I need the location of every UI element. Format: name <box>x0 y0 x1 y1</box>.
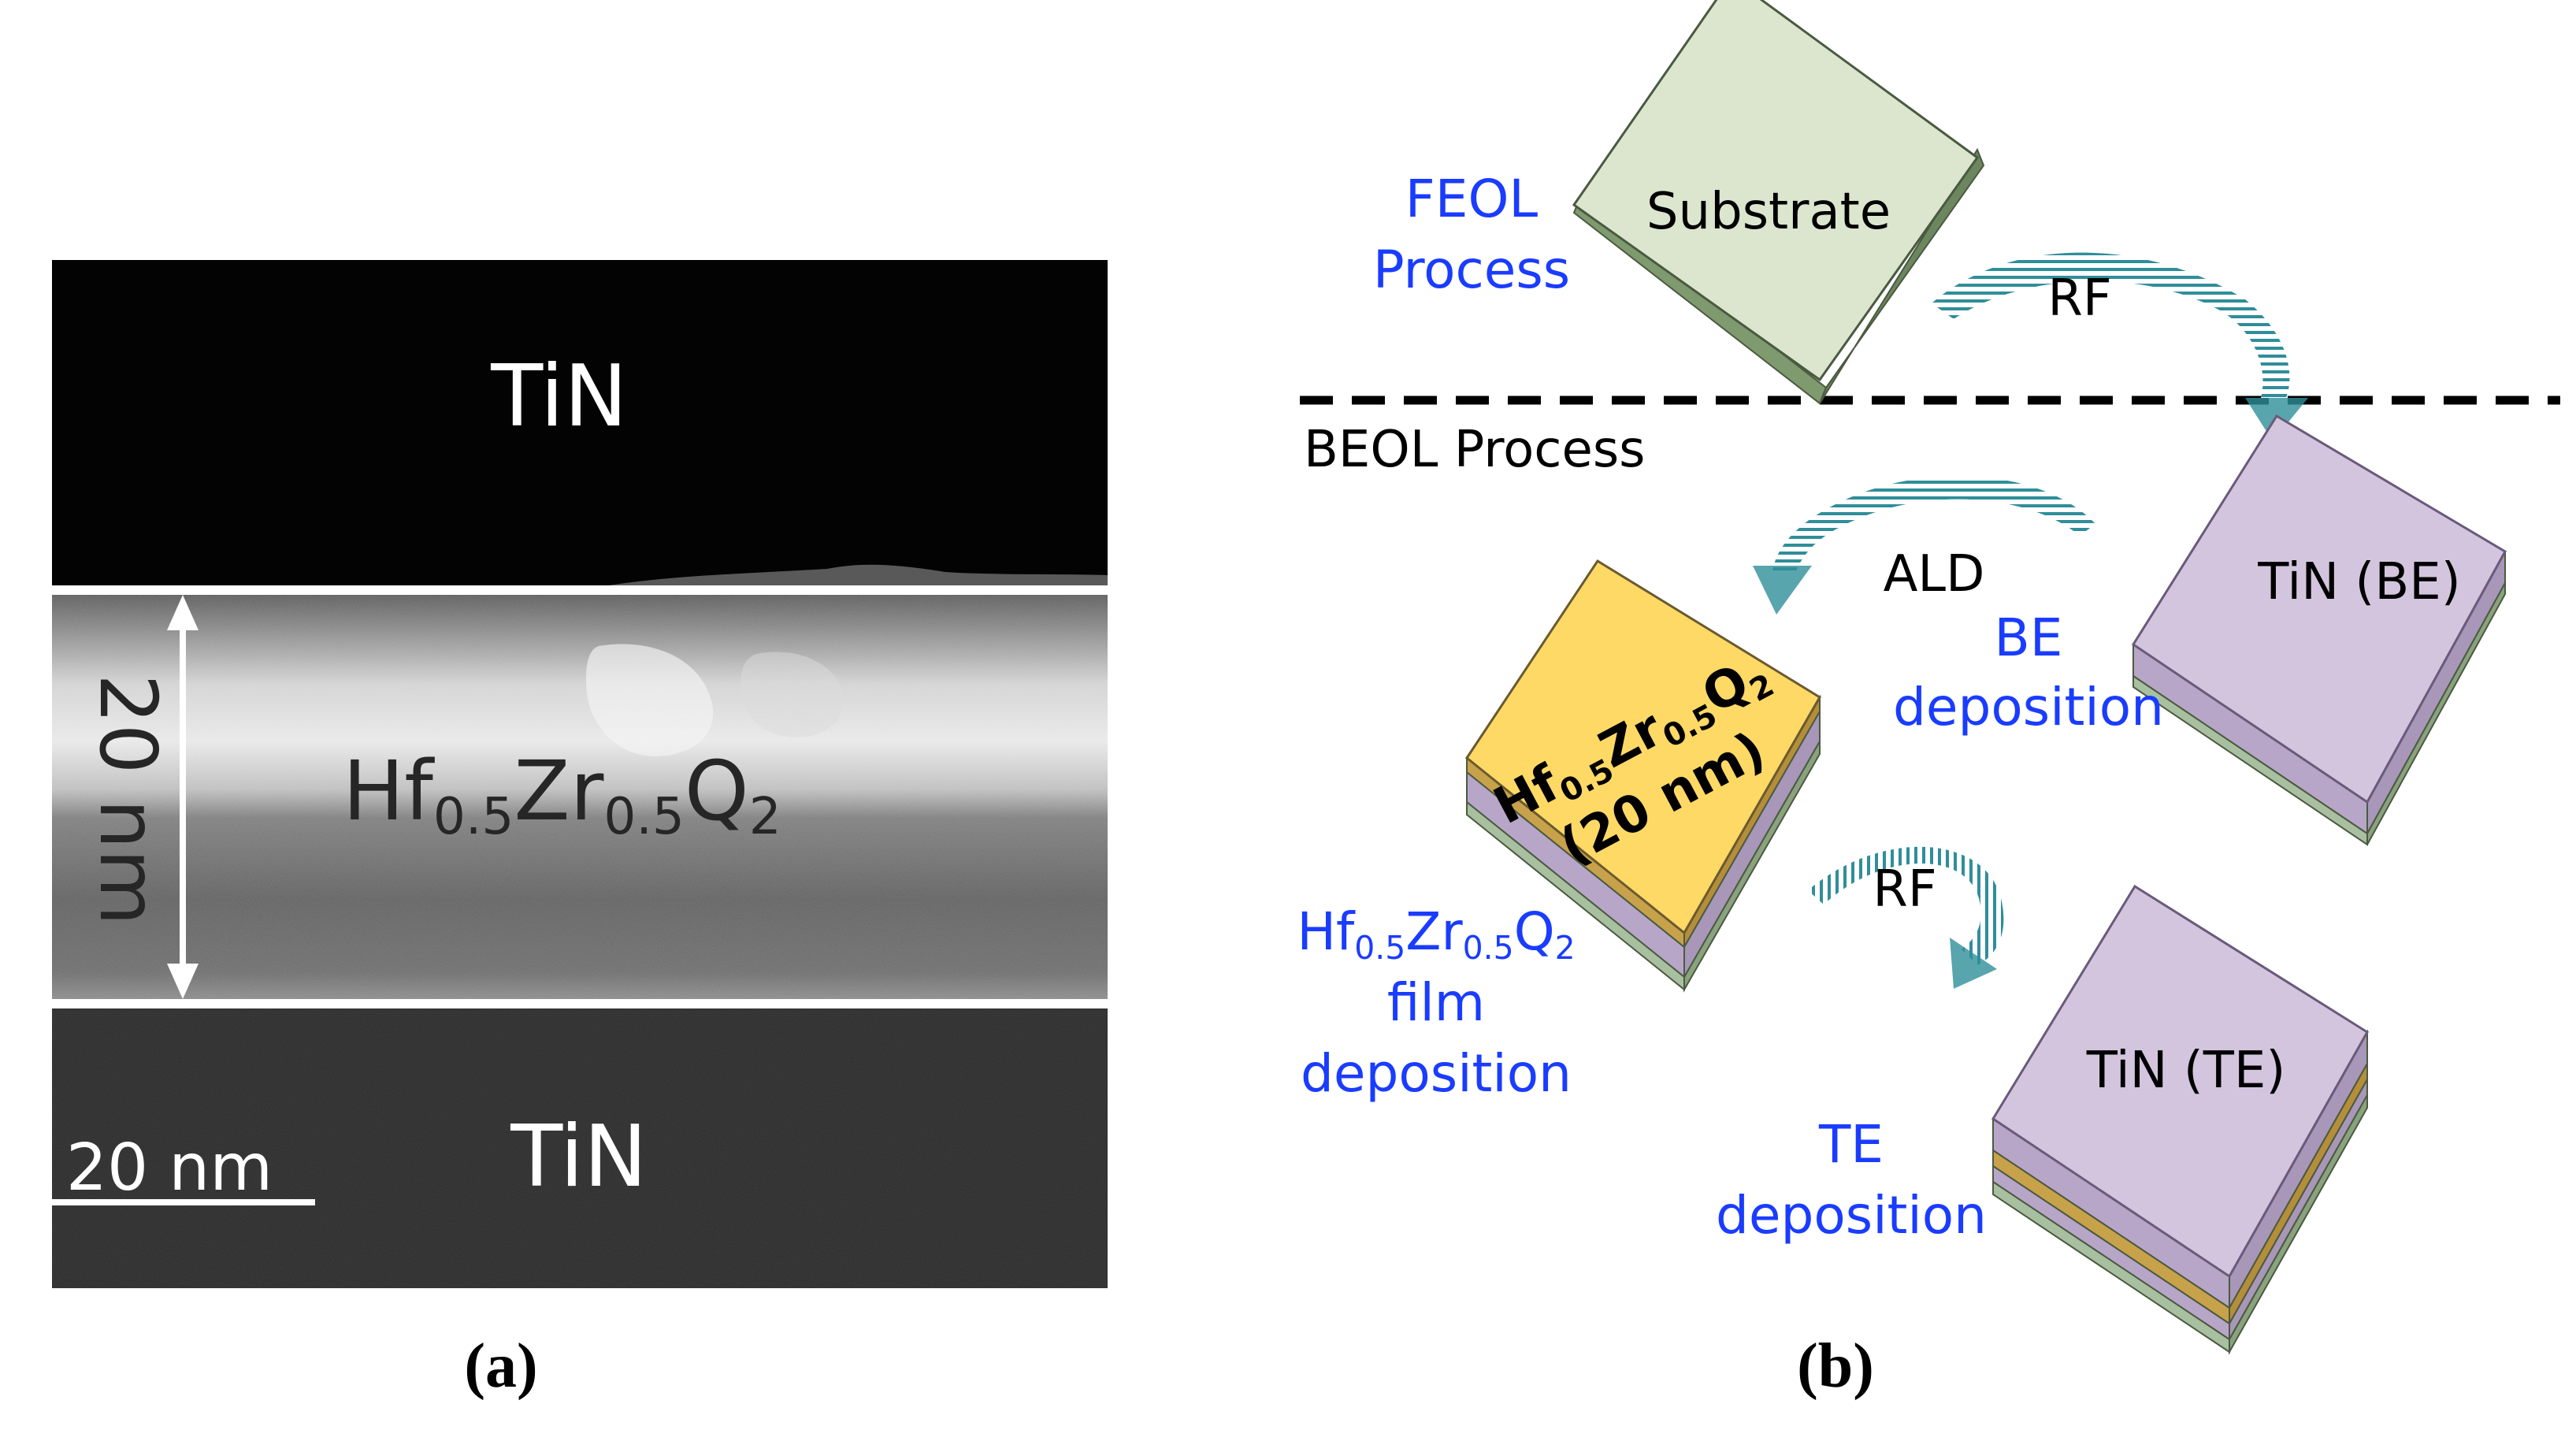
te-deposition-label: TE <box>1818 1114 1884 1175</box>
rf-mid-arrow <box>1808 846 2004 965</box>
be-deposition-label-line2: deposition <box>1893 677 2164 737</box>
tem-image: TiN TiN Hf0.5Zr0.5Q2 20 nm 20 nm <box>52 260 1108 1288</box>
rf-mid-arrowhead <box>1950 938 1997 989</box>
tin-be-label: TiN (BE) <box>2257 553 2460 611</box>
tem-hzo-label: Hf0.5Zr0.5Q2 <box>343 743 781 846</box>
substrate-label: Substrate <box>1646 183 1891 241</box>
tin-te-label: TiN (TE) <box>2086 1042 2286 1100</box>
tem-top-tin-label: TiN <box>490 347 627 446</box>
tem-upper-interface-line <box>52 585 1108 595</box>
rf-top-arrow <box>1932 252 2290 398</box>
rf-mid-label: RF <box>1873 860 1936 919</box>
te-deposition-label-line2: deposition <box>1716 1185 1987 1246</box>
tem-interface-bright-blobs <box>599 564 1108 587</box>
hzo-block <box>1464 559 1822 993</box>
ald-arrow <box>1772 476 2095 571</box>
feol-label: FEOL <box>1405 169 1539 229</box>
scale-bar-label: 20 nm <box>66 1131 273 1205</box>
tem-lower-interface-line <box>52 999 1108 1008</box>
ald-arrowhead <box>1753 566 1812 615</box>
substrate-block <box>1572 0 1985 405</box>
panel-a-label: (a) <box>464 1332 537 1401</box>
tem-bottom-tin-label: TiN <box>510 1108 647 1206</box>
tin-be-block <box>2131 414 2507 846</box>
feol-label-line2: Process <box>1373 240 1570 300</box>
rf-top-label: RF <box>2047 269 2111 328</box>
ald-label: ALD <box>1884 545 1985 604</box>
process-flow: FEOL Process BEOL Process Substrate RF T… <box>1297 0 2560 1355</box>
hzo-deposition-label: Hf0.5Zr0.5Q2 <box>1297 901 1575 967</box>
thickness-arrow <box>167 595 199 999</box>
be-deposition-label: BE <box>1995 607 2063 668</box>
tin-te-block <box>1991 884 2370 1355</box>
hzo-deposition-label-line3: deposition <box>1301 1043 1572 1104</box>
beol-label: BEOL Process <box>1304 421 1646 479</box>
tem-top-tin-region <box>52 260 1108 587</box>
panel-b-label: (b) <box>1797 1332 1874 1401</box>
hzo-deposition-label-line2: film <box>1387 972 1485 1033</box>
thickness-label: 20 nm <box>82 674 174 926</box>
